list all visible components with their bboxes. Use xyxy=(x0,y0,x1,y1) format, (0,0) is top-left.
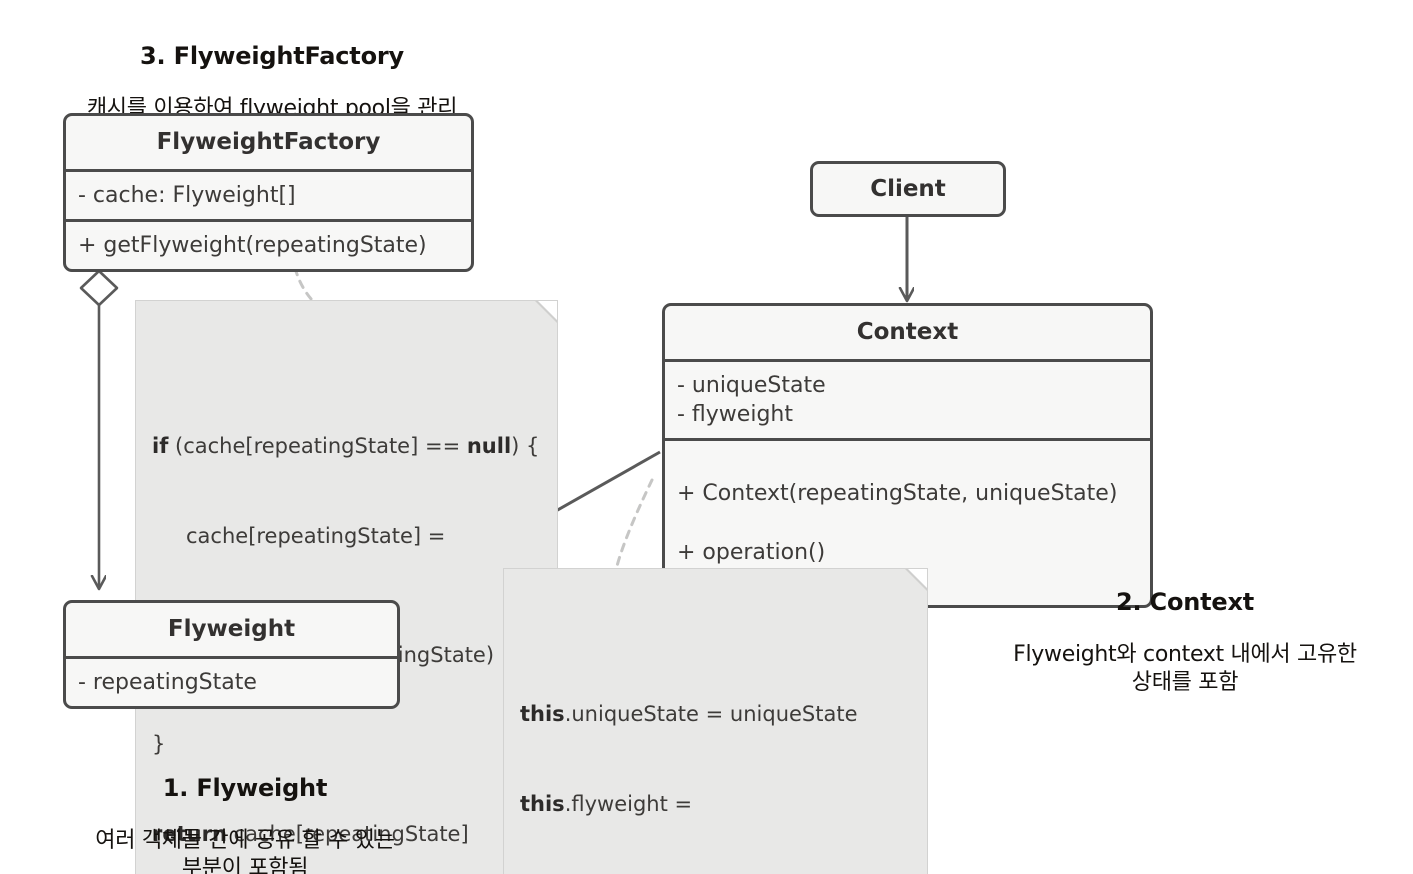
caption-flyweight-title: 1. Flyweight xyxy=(162,773,328,802)
note-context-1-rest: .uniqueState = uniqueState xyxy=(564,702,858,727)
note-context-2-rest: .flyweight = xyxy=(564,791,693,816)
note-code-line-4: } xyxy=(152,732,166,757)
caption-flyweight: 1. Flyweight 여러 객체들 간에 공유 할 수 있는 부분이 포함됨 xyxy=(25,752,465,874)
note-fold-inner-icon xyxy=(538,301,557,320)
caption-context-subtitle: Flyweight와 context 내에서 고유한 상태를 포함 xyxy=(1013,641,1357,696)
class-client[interactable]: Client xyxy=(810,161,1006,217)
caption-context-title: 2. Context xyxy=(1115,587,1255,616)
class-flyweight-attributes: - repeatingState xyxy=(78,670,257,696)
class-context[interactable]: Context - uniqueState - flyweight + Cont… xyxy=(662,303,1153,608)
class-flyweight[interactable]: Flyweight - repeatingState xyxy=(63,600,400,710)
class-context-name: Context xyxy=(856,319,959,345)
note-context-code: this.uniqueState = uniqueState this.flyw… xyxy=(503,568,928,874)
keyword-if: if xyxy=(152,434,169,459)
note-code-line-2: cache[repeatingState] = xyxy=(186,523,446,548)
class-separator xyxy=(665,438,1150,442)
keyword-this: this xyxy=(520,791,565,816)
class-flyweight-factory-name: FlyweightFactory xyxy=(156,129,381,155)
note-code-line-5: return cache[repeatingState] xyxy=(152,820,543,850)
class-context-method-2: + operation() xyxy=(677,539,826,565)
class-flyweight-factory-attributes: - cache: Flyweight[] xyxy=(78,183,296,209)
note-code-line-1: if (cache[repeatingState] == null) { xyxy=(152,432,543,462)
class-context-methods: + Context(repeatingState, uniqueState) +… xyxy=(665,441,1150,604)
caption-flyweight-subtitle: 여러 객체들 간에 공유 할 수 있는 부분이 포함됨 xyxy=(95,827,395,874)
caption-factory-title: 3. FlyweightFactory xyxy=(140,41,404,70)
class-flyweight-factory-methods: + getFlyweight(repeatingState) xyxy=(78,233,427,259)
note-context-line-2: this.flyweight = xyxy=(520,790,913,820)
class-flyweight-factory[interactable]: FlyweightFactory - cache: Flyweight[] + … xyxy=(63,113,474,273)
class-context-attributes: - uniqueState - flyweight xyxy=(677,373,826,428)
note-anchor-factory xyxy=(293,266,314,302)
class-separator xyxy=(66,169,471,173)
class-separator xyxy=(665,359,1150,363)
note-code-1-tail: ) { xyxy=(511,434,540,459)
keyword-return: return xyxy=(152,821,227,846)
note-code-5-rest: cache[repeatingState] xyxy=(226,821,469,846)
keyword-null: null xyxy=(466,434,512,459)
caption-context: 2. Context Flyweight와 context 내에서 고유한 상태… xyxy=(960,566,1410,719)
note-code-1-rest: (cache[repeatingState] == xyxy=(168,434,467,459)
keyword-this: this xyxy=(520,702,565,727)
aggregation-factory-to-flyweight xyxy=(79,269,119,588)
class-separator xyxy=(66,219,471,223)
note-fold-inner-icon xyxy=(908,569,927,588)
class-client-name: Client xyxy=(870,176,946,202)
class-flyweight-name: Flyweight xyxy=(167,616,296,642)
class-separator xyxy=(66,656,397,660)
class-context-method-1: + Context(repeatingState, uniqueState) xyxy=(677,481,1118,507)
note-context-line-1: this.uniqueState = uniqueState xyxy=(520,700,913,730)
